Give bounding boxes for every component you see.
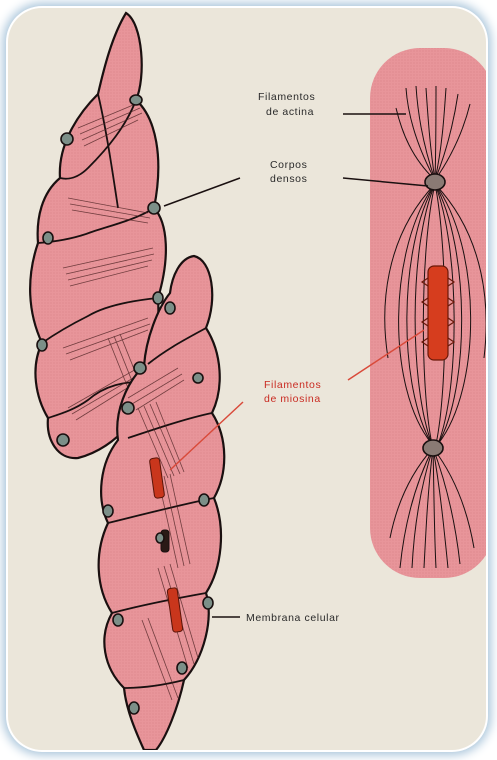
smooth-muscle-diagram: Filamentos de actina Corpos densos Filam… xyxy=(8,8,486,750)
relaxed-cell xyxy=(370,48,486,578)
relaxed-dense-body-bottom xyxy=(423,440,443,456)
relaxed-dense-body-top xyxy=(425,174,445,190)
actin-label-line2: de actina xyxy=(266,106,314,118)
dense-bodies-leader-left xyxy=(164,178,240,206)
left-cell-cluster xyxy=(30,13,224,750)
dense-bodies-label-line2: densos xyxy=(270,173,307,185)
actin-label-line1: Filamentos xyxy=(258,91,315,103)
image-frame: Filamentos de actina Corpos densos Filam… xyxy=(8,8,486,750)
myosin-label-line2: de miosina xyxy=(264,393,321,405)
dense-bodies-label-line1: Corpos xyxy=(270,159,307,171)
myosin-label-line1: Filamentos xyxy=(264,379,321,391)
membrane-label: Membrana celular xyxy=(246,612,340,624)
